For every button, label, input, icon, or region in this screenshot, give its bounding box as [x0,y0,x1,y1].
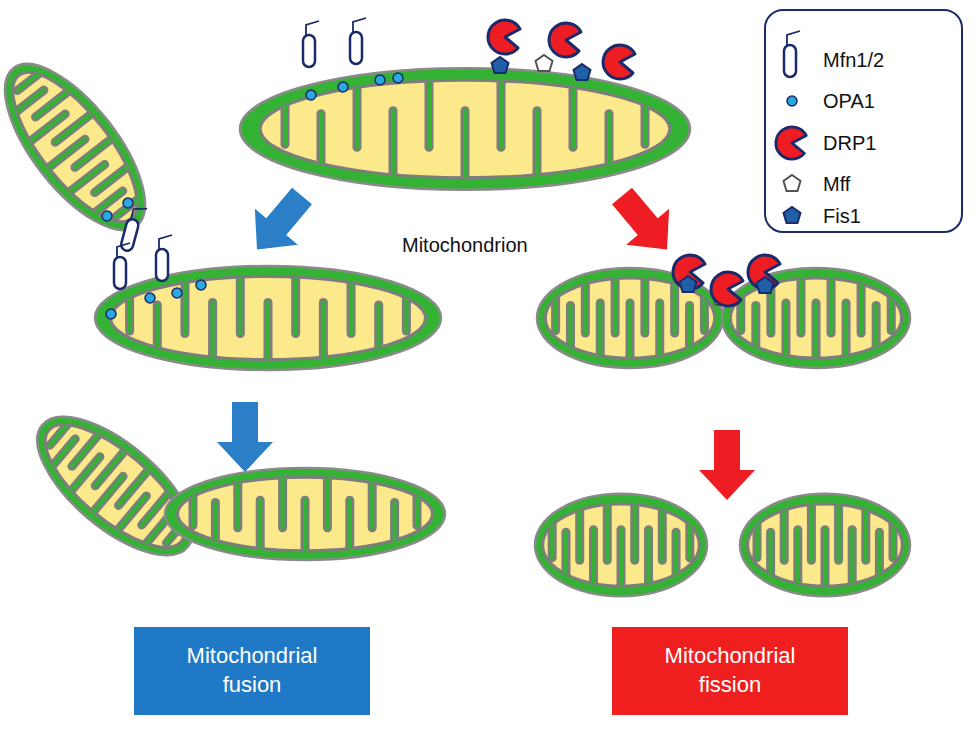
box-label: Mitochondrial fission [645,642,815,699]
mitochondrion [240,61,690,198]
mitochondrion [12,389,218,584]
mitochondrion [740,487,910,602]
legend-label: OPA1 [823,90,875,113]
legend-label: Mfn1/2 [823,49,884,72]
fis1-icon [784,207,801,223]
fusion-box: Mitochondrial fusion [134,627,370,715]
box-label: Mitochondrial fusion [167,642,337,699]
opa1-icon [787,96,797,106]
drp1-icon [776,127,806,159]
legend-label: Mff [823,173,850,196]
mitochondrion [95,260,441,377]
legend-frame [765,10,962,232]
fission-box: Mitochondrial fission [612,627,848,715]
mfn-icon [784,31,800,77]
legend-label: DRP1 [823,132,876,155]
mitochondrion [0,39,174,255]
legend-label: Fis1 [823,205,861,228]
mff-icon [784,175,801,191]
mitochondrion [165,462,445,566]
structure-label: Mitochondrion [402,234,528,257]
mitochondrion [535,487,707,602]
